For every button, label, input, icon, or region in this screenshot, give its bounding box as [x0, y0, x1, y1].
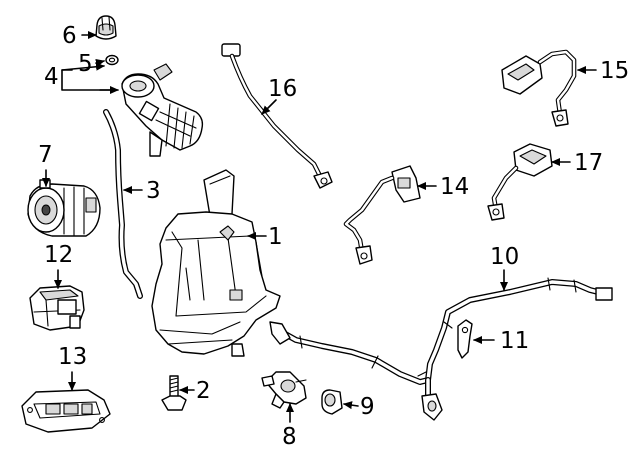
part-14-wire-sensor — [343, 165, 421, 265]
callout-12: 12 — [44, 242, 73, 268]
part-8-valve — [261, 371, 307, 409]
part-13-plate — [21, 389, 111, 433]
callout-1: 1 — [268, 224, 283, 250]
part-17-wire-sensor — [487, 143, 553, 221]
callout-numbers: 6 5 4 3 7 12 13 1 2 8 9 10 11 14 15 16 1… — [38, 23, 629, 450]
callout-11: 11 — [500, 328, 529, 354]
callout-8: 8 — [282, 424, 297, 450]
part-16-wire-sensor — [221, 43, 333, 189]
callout-10: 10 — [490, 244, 519, 270]
callout-4: 4 — [44, 64, 59, 90]
callout-2: 2 — [196, 378, 211, 404]
callout-15: 15 — [600, 58, 629, 84]
callout-3: 3 — [146, 178, 161, 204]
part-2-bolt — [161, 375, 187, 411]
callout-14: 14 — [440, 174, 469, 200]
callout-9: 9 — [360, 394, 375, 420]
callout-7: 7 — [38, 142, 53, 168]
part-3-hose — [103, 109, 143, 299]
callout-13: 13 — [58, 344, 87, 370]
part-4-washer-pump — [121, 63, 204, 157]
callout-16: 16 — [268, 76, 297, 102]
part-6-cap — [95, 15, 117, 40]
callout-5: 5 — [78, 51, 93, 77]
leader-lines — [42, 31, 597, 423]
part-9-plug — [321, 389, 343, 415]
part-10-hose-assembly — [269, 277, 613, 421]
part-11-bracket — [457, 319, 473, 359]
part-7-motor — [27, 179, 101, 237]
part-5-seal — [105, 54, 119, 66]
callout-6: 6 — [62, 23, 77, 49]
part-12-sensor — [29, 285, 85, 331]
callout-17: 17 — [574, 150, 603, 176]
part-15-wire-sensor — [501, 49, 577, 127]
part-1-reservoir — [151, 169, 281, 357]
